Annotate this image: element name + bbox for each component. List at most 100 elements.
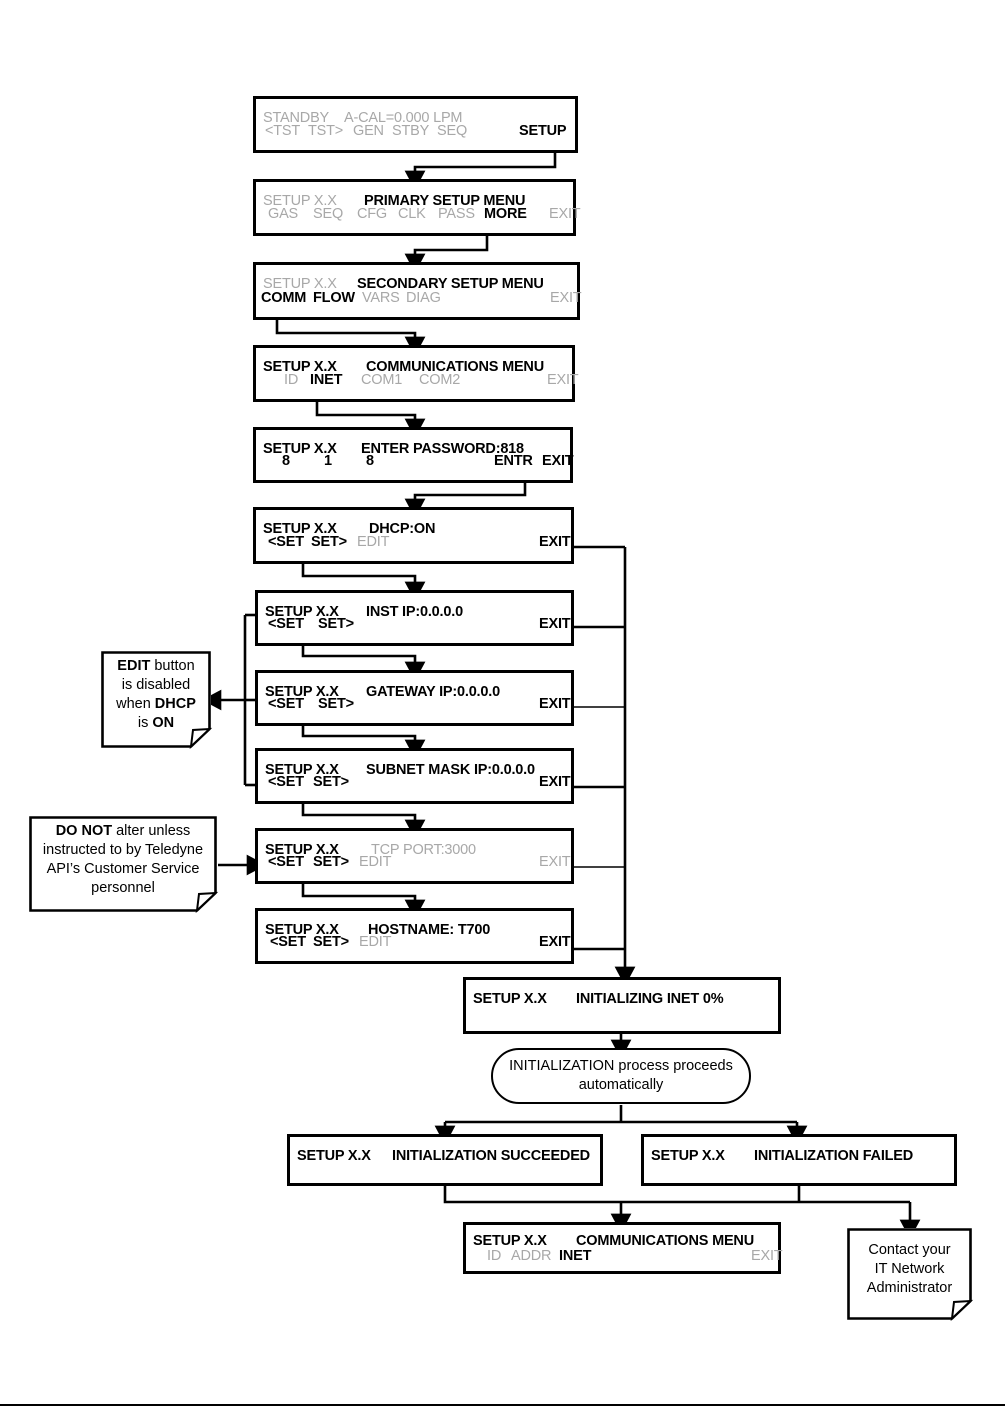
button-edit[interactable]: EDIT [357, 534, 390, 550]
button-gen[interactable]: GEN [353, 123, 384, 139]
primary-setup-version: SETUP X.X [263, 193, 337, 209]
succeeded-setup-version: SETUP X.X [297, 1148, 371, 1164]
standby-mode-label: STANDBY [263, 110, 330, 126]
button-setup[interactable]: SETUP [519, 123, 567, 139]
button-set-next[interactable]: SET> [313, 854, 349, 870]
button-gas[interactable]: GAS [268, 206, 299, 222]
button-flow[interactable]: FLOW [313, 290, 355, 306]
secondary-title: SECONDARY SETUP MENU [357, 276, 544, 292]
button-exit[interactable]: EXIT [547, 372, 579, 388]
button-com2[interactable]: COM2 [419, 372, 461, 388]
comm-setup-version: SETUP X.X [263, 359, 337, 375]
button-tst-prev[interactable]: <TST [265, 123, 301, 139]
button-set-prev[interactable]: <SET [268, 534, 304, 550]
button-pass[interactable]: PASS [438, 206, 475, 222]
final-comm-setup-version: SETUP X.X [473, 1233, 547, 1249]
button-set-prev[interactable]: <SET [268, 616, 304, 632]
button-id[interactable]: ID [284, 372, 299, 388]
button-exit[interactable]: EXIT [550, 290, 582, 306]
note-contact-it: Contact your IT Network Administrator [847, 1228, 974, 1322]
arrow-comm-to-password [315, 402, 426, 439]
password-digit-3[interactable]: 8 [366, 453, 374, 469]
hostname-button-row: <SET SET> EDIT EXIT [258, 931, 571, 953]
button-set-next[interactable]: SET> [313, 934, 349, 950]
instip-button-row: <SET SET> EXIT [258, 613, 571, 635]
button-diag[interactable]: DIAG [406, 290, 441, 306]
note1-l2: is disabled [121, 676, 191, 693]
note3-l3: Administrator [866, 1279, 953, 1296]
button-tst-next[interactable]: TST> [308, 123, 344, 139]
screen-primary-setup-menu: SETUP X.X PRIMARY SETUP MENU GAS SEQ CFG… [253, 179, 581, 236]
note1-l4-b: ON [152, 714, 175, 731]
button-more[interactable]: MORE [484, 206, 527, 222]
button-exit[interactable]: EXIT [542, 453, 574, 469]
gateway-button-row: <SET SET> EXIT [258, 693, 571, 715]
comm-title: COMMUNICATIONS MENU [366, 359, 544, 375]
button-exit[interactable]: EXIT [751, 1248, 783, 1264]
note-shape [847, 1228, 974, 1322]
screen-communications-menu-final: SETUP X.X COMMUNICATIONS MENU ID ADDR IN… [463, 1222, 783, 1274]
note1-l3-b: DHCP [154, 695, 196, 712]
screen-gateway-ip: SETUP X.X GATEWAY IP:0.0.0.0 <SET SET> E… [255, 670, 574, 726]
button-seq[interactable]: SEQ [437, 123, 468, 139]
instip-value: INST IP:0.0.0.0 [366, 604, 463, 620]
button-set-prev[interactable]: <SET [268, 854, 304, 870]
password-digit-1[interactable]: 8 [282, 453, 290, 469]
screen-inst-ip: SETUP X.X INST IP:0.0.0.0 <SET SET> EXIT [255, 590, 574, 646]
button-id[interactable]: ID [487, 1248, 502, 1264]
button-addr[interactable]: ADDR [511, 1248, 552, 1264]
button-exit[interactable]: EXIT [539, 854, 571, 870]
bottom-bus-left [443, 1186, 799, 1204]
password-digit-2[interactable]: 1 [324, 453, 332, 469]
screen-initializing-inet: SETUP X.X INITIALIZING INET 0% [463, 977, 781, 1034]
screen-tcp-port: SETUP X.X TCP PORT:3000 <SET SET> EDIT E… [255, 828, 574, 884]
process-node-initialization: INITIALIZATION process proceeds automati… [491, 1048, 751, 1104]
button-exit[interactable]: EXIT [539, 696, 571, 712]
note-do-not-alter: DO NOT alter unless instructed to by Tel… [29, 816, 219, 914]
button-set-next[interactable]: SET> [311, 534, 347, 550]
dhcp-setup-version: SETUP X.X [263, 521, 337, 537]
button-exit[interactable]: EXIT [539, 774, 571, 790]
button-comm[interactable]: COMM [261, 290, 307, 306]
button-set-next[interactable]: SET> [318, 696, 354, 712]
button-set-next[interactable]: SET> [313, 774, 349, 790]
arrow-primary-to-secondary [404, 235, 489, 274]
final-comm-button-row: ID ADDR INET EXIT [466, 1245, 783, 1267]
process-line-2: automatically [578, 1077, 664, 1093]
button-edit[interactable]: EDIT [359, 934, 392, 950]
button-inet[interactable]: INET [559, 1248, 592, 1264]
tcpport-button-row: <SET SET> EDIT EXIT [258, 851, 571, 873]
button-set-next[interactable]: SET> [318, 616, 354, 632]
password-button-row: 8 1 8 ENTR EXIT [256, 450, 574, 472]
button-exit[interactable]: EXIT [539, 934, 571, 950]
button-entr[interactable]: ENTR [494, 453, 533, 469]
button-cfg[interactable]: CFG [357, 206, 388, 222]
screen-enter-password: SETUP X.X ENTER PASSWORD:818 8 1 8 ENTR … [253, 427, 574, 483]
button-exit[interactable]: EXIT [539, 534, 571, 550]
button-seq[interactable]: SEQ [313, 206, 344, 222]
hostname-top-row: SETUP X.X HOSTNAME: T700 [258, 919, 571, 941]
button-inet[interactable]: INET [310, 372, 343, 388]
final-comm-title: COMMUNICATIONS MENU [576, 1233, 754, 1249]
button-stby[interactable]: STBY [392, 123, 430, 139]
arrow-standby-to-primary [404, 152, 557, 191]
dhcp-button-row: <SET SET> EDIT EXIT [256, 531, 571, 553]
note2-l1-b: alter unless [112, 823, 191, 839]
dhcp-value: DHCP:ON [369, 521, 436, 537]
button-set-prev[interactable]: <SET [268, 696, 304, 712]
button-com1[interactable]: COM1 [361, 372, 403, 388]
button-set-prev[interactable]: <SET [268, 774, 304, 790]
tcpport-setup-version: SETUP X.X [265, 842, 339, 858]
password-top-row: SETUP X.X ENTER PASSWORD:818 [256, 438, 570, 460]
button-exit[interactable]: EXIT [549, 206, 581, 222]
button-vars[interactable]: VARS [362, 290, 400, 306]
note-edit-disabled-text: EDIT button is disabled when DHCP is ON [101, 651, 211, 748]
button-clk[interactable]: CLK [398, 206, 426, 222]
secondary-top-row: SETUP X.X SECONDARY SETUP MENU [256, 273, 577, 295]
button-set-prev[interactable]: <SET [270, 934, 306, 950]
screen-communications-menu: SETUP X.X COMMUNICATIONS MENU ID INET CO… [253, 345, 579, 402]
button-edit[interactable]: EDIT [359, 854, 392, 870]
arrow-subnet-to-tcpport [301, 803, 426, 840]
button-exit[interactable]: EXIT [539, 616, 571, 632]
